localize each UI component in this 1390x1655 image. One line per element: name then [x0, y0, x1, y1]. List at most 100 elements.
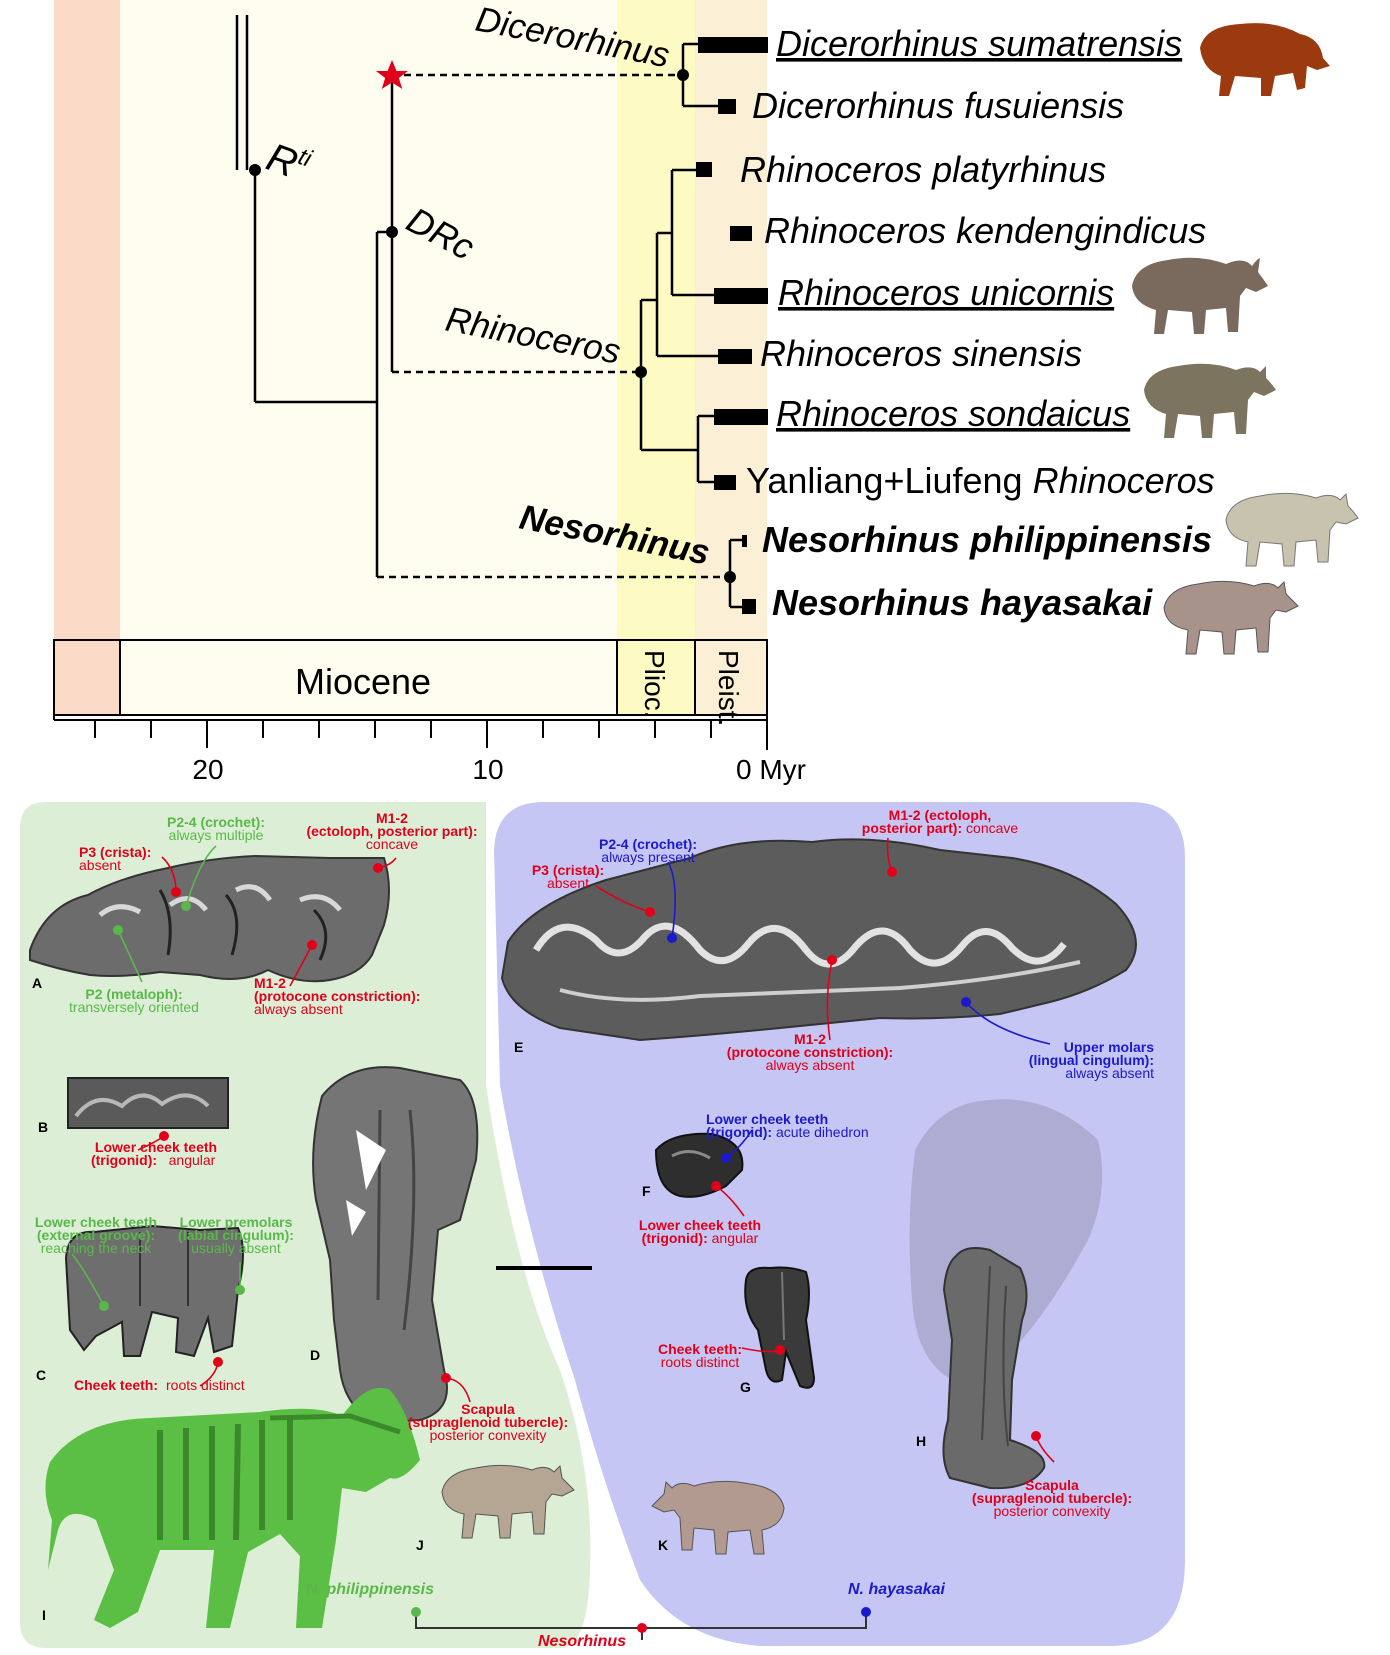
annotation-title: (protocone constriction):: [254, 988, 420, 1004]
annotation-title: (lingual cingulum):: [1029, 1052, 1154, 1068]
range-bars: [696, 37, 768, 614]
fossil-tooth: [64, 1224, 244, 1358]
fossil-tooth: [500, 838, 1137, 1042]
annotation-value: transversely oriented: [69, 999, 199, 1015]
annotation-title: (trigonid):: [91, 1152, 157, 1168]
annotation-value: posterior convexity: [430, 1427, 547, 1443]
rhino-silhouette: [1225, 492, 1359, 567]
taxon-label: Nesorhinus hayasakai: [772, 582, 1153, 623]
epoch-label-pleistocene: Pleist.: [713, 650, 744, 726]
annotation-title: (supraglenoid tubercle):: [972, 1490, 1132, 1506]
annotation-value: always absent: [254, 1001, 343, 1017]
annotation-title: M1-2 (ectoloph,: [889, 807, 992, 823]
annotation-title: Lower cheek teeth: [35, 1214, 157, 1230]
panel-letter: E: [514, 1039, 523, 1055]
rhino-silhouette: [651, 1480, 785, 1555]
time-axis: [53, 639, 768, 750]
annotation-value: usually absent: [191, 1240, 281, 1256]
species-label-hayasakai: N. hayasakai: [848, 1581, 946, 1598]
annotation-title: P3 (crista):: [79, 844, 151, 860]
annotation-title: Lower cheek teeth: [639, 1217, 761, 1233]
tree-nodes: [249, 69, 736, 583]
species-label-philippinensis: N. philippinensis: [306, 1581, 434, 1598]
annotation-value: posterior convexity: [994, 1503, 1111, 1519]
annotation-title: (trigonid): angular: [642, 1230, 759, 1246]
annotation-title: M1-2: [254, 975, 286, 991]
panel-letter: B: [38, 1119, 48, 1135]
taxon-label: Rhinoceros kendengindicus: [764, 210, 1206, 251]
panel-letter: A: [32, 975, 42, 991]
annotation-title: (supraglenoid tubercle):: [408, 1414, 568, 1430]
miocene-band: [120, 0, 617, 640]
annotation-title: (ectoloph, posterior part):: [306, 823, 477, 839]
panel-letter: H: [916, 1433, 926, 1449]
epoch-label-miocene: Miocene: [295, 661, 431, 702]
taxon-label: Rhinoceros sondaicus: [776, 393, 1130, 434]
annotation-value: concave: [366, 836, 418, 852]
annotation-title: (external groove):: [37, 1227, 155, 1243]
annotation-title: Cheek teeth:: [658, 1341, 742, 1357]
tree-branches: [235, 15, 742, 609]
axis-tick-label: 10: [472, 754, 503, 785]
annotation-value: always multiple: [169, 827, 264, 843]
panel-letters: A B C D E F G H I J K: [32, 975, 926, 1623]
skeleton: [45, 1387, 421, 1628]
annotation-title: P2-4 (crochet):: [599, 836, 697, 852]
taxon-label: Nesorhinus philippinensis: [762, 519, 1212, 560]
annotation-title: (trigonid): acute dihedron: [706, 1124, 869, 1140]
annotation-title: M1-2: [376, 810, 408, 826]
fossil-tooth: [67, 1077, 229, 1129]
fossil-tooth: [744, 1266, 816, 1389]
taxon-label: Rhinoceros sinensis: [760, 333, 1082, 374]
annotation-value: always absent: [766, 1057, 855, 1073]
taxon-labels: Dicerorhinus sumatrensis Dicerorhinus fu…: [740, 23, 1215, 623]
rhino-silhouette: [1200, 23, 1330, 96]
panel-letter: F: [642, 1183, 651, 1199]
axis-tick-label: 0 Myr: [736, 754, 806, 785]
annotation-title: (labial cingulum):: [178, 1227, 294, 1243]
annotation-title: Scapula: [1025, 1477, 1079, 1493]
fossil-scapula: [312, 1066, 479, 1424]
taxon-label: Rhinoceros unicornis: [778, 272, 1114, 313]
annotation-value: absent: [547, 875, 589, 891]
annotation-dots: [99, 863, 1041, 1441]
rhino-silhouette: [1132, 257, 1268, 334]
annotation-title: posterior part): concave: [862, 820, 1019, 836]
mini-cladogram: [411, 1607, 871, 1640]
stem-lines: [377, 73, 730, 579]
axis-tick-label: 20: [192, 754, 223, 785]
annotation-title: Cheek teeth:: [74, 1377, 158, 1393]
panel-letter: I: [42, 1607, 46, 1623]
right-annotations: M1-2 (ectoloph, posterior part): concave…: [532, 807, 1154, 1519]
panel-letter: D: [310, 1347, 320, 1363]
rhino-silhouette: [441, 1464, 575, 1539]
annotation-value: reaching the neck: [41, 1240, 153, 1256]
annotation-title: Lower cheek teeth: [706, 1111, 828, 1127]
fossil-tooth: [654, 1132, 744, 1198]
genus-label-nesorhinus: Nesorhinus: [538, 1633, 626, 1650]
oligocene-band: [54, 0, 120, 640]
annotation-title: Lower cheek teeth: [95, 1139, 217, 1155]
axis-ticks: [94, 720, 768, 748]
epoch-label-pliocene: Plioc.: [639, 650, 670, 718]
left-annotations: P3 (crista): absent P2-4 (crochet): alwa…: [35, 810, 568, 1443]
taxon-label: Dicerorhinus fusuiensis: [752, 85, 1124, 126]
taxon-label: Yanliang+Liufeng Rhinoceros: [746, 460, 1215, 501]
annotation-title: Lower premolars: [180, 1214, 293, 1230]
panel-letter: G: [740, 1379, 751, 1395]
annotation-value: angular: [169, 1152, 216, 1168]
rhino-silhouette: [1144, 363, 1276, 438]
taxon-label: Dicerorhinus sumatrensis: [776, 23, 1182, 64]
annotation-title: Scapula: [461, 1401, 515, 1417]
panel-letter: C: [36, 1367, 46, 1383]
annotation-title: M1-2: [794, 1031, 826, 1047]
annotation-title: Upper molars: [1064, 1039, 1154, 1055]
panel-letter: K: [658, 1537, 668, 1553]
star-icon: [376, 60, 408, 89]
annotation-title: P3 (crista):: [532, 862, 604, 878]
rhino-silhouette: [1163, 580, 1299, 655]
panel-letter: J: [416, 1537, 424, 1553]
annotation-value: roots distinct: [661, 1354, 740, 1370]
annotation-value: always absent: [1065, 1065, 1154, 1081]
